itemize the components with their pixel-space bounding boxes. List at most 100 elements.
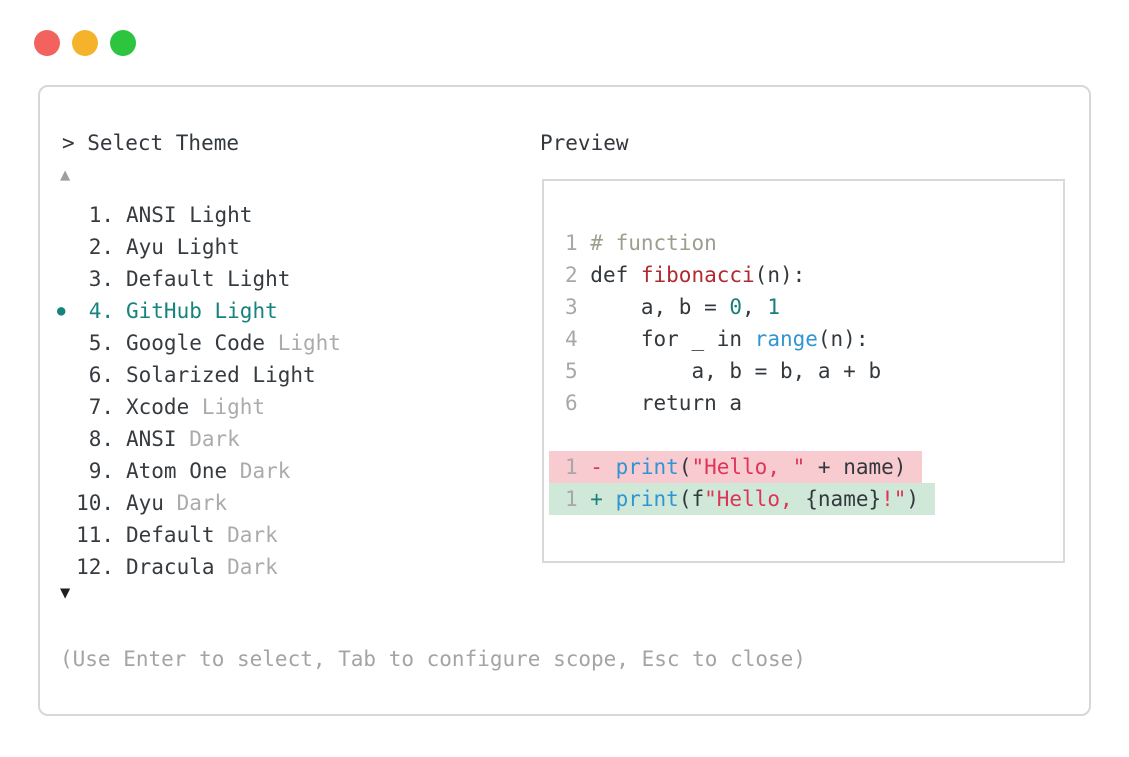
theme-number: 5.: [88, 331, 114, 355]
page-title: > Select Theme: [62, 131, 240, 155]
theme-number: 6.: [88, 363, 114, 387]
selected-dot-icon: [40, 487, 74, 519]
theme-name: Ayu: [126, 235, 177, 259]
code-line: 3 a, b = 0, 1: [544, 291, 1063, 323]
diff-removed-highlight: 1 - print("Hello, " + name): [549, 451, 923, 483]
code-token-txt: (n):: [754, 263, 806, 287]
code-token-txt: a, b =: [590, 295, 730, 319]
theme-variant: Light: [277, 331, 341, 355]
theme-variant: Light: [214, 299, 278, 323]
keyboard-hint: (Use Enter to select, Tab to configure s…: [60, 647, 806, 671]
code-token-txt: (: [678, 455, 692, 479]
code-token-bi: print: [615, 487, 679, 511]
selected-dot-icon: [40, 231, 74, 263]
theme-list-item[interactable]: 5. Google Code Light: [40, 327, 500, 359]
code-token-ln: 1: [565, 231, 591, 255]
theme-number: 2.: [88, 235, 114, 259]
code-token-txt: + name): [805, 455, 907, 479]
code-token-ln: 6: [565, 391, 591, 415]
code-token-ln: 1: [565, 487, 591, 511]
theme-name: Default: [126, 523, 228, 547]
code-line: 1 # function: [544, 227, 1063, 259]
theme-number: 11.: [76, 523, 114, 547]
theme-number: 7.: [88, 395, 114, 419]
theme-number: 8.: [88, 427, 114, 451]
code-token-num: 1: [767, 295, 780, 319]
theme-list-item[interactable]: 2. Ayu Light: [40, 231, 500, 263]
theme-variant: Dark: [227, 523, 278, 547]
theme-number: 10.: [76, 491, 114, 515]
theme-number: 3.: [88, 267, 114, 291]
theme-name: Xcode: [126, 395, 202, 419]
code-token-txt: ): [906, 487, 920, 511]
theme-name: Solarized: [126, 363, 253, 387]
theme-number: 12.: [76, 555, 114, 579]
theme-variant: Light: [201, 395, 266, 419]
theme-name: ANSI: [126, 203, 190, 227]
diff-added-highlight: 1 + print(f"Hello, {name}!"): [549, 483, 936, 515]
selected-dot-icon: [40, 359, 74, 391]
code-token-txt: def: [590, 263, 641, 287]
theme-variant: Dark: [176, 491, 228, 515]
code-token-ln: 3: [565, 295, 591, 319]
theme-list-item[interactable]: 7. Xcode Light: [40, 391, 500, 423]
selected-dot-icon: [40, 263, 74, 295]
theme-variant: Dark: [239, 459, 291, 483]
theme-name: Ayu: [126, 491, 177, 515]
theme-variant: Light: [189, 203, 253, 227]
theme-list-item[interactable]: ● 4. GitHub Light: [40, 295, 500, 327]
minimize-button[interactable]: [72, 30, 98, 56]
code-line: [544, 419, 1063, 451]
close-button[interactable]: [34, 30, 60, 56]
theme-list-item[interactable]: 11. Default Dark: [40, 519, 500, 551]
code-token-str: "Hello,: [704, 487, 806, 511]
code-token-bi: print: [615, 455, 679, 479]
theme-picker-panel: > Select Theme ▲ 1. ANSI Light 2. Ayu Li…: [38, 85, 1091, 716]
code-token-txt: for _ in: [590, 327, 755, 351]
selected-dot-icon: [40, 327, 74, 359]
code-token-ln: 2: [565, 263, 591, 287]
theme-variant: Light: [252, 363, 316, 387]
theme-name: Google Code: [126, 331, 278, 355]
theme-list: 1. ANSI Light 2. Ayu Light 3. Default Li…: [40, 199, 500, 583]
theme-variant: Dark: [227, 555, 278, 579]
theme-name: Default: [126, 267, 228, 291]
scroll-down-icon[interactable]: ▼: [60, 583, 71, 603]
code-token-del: -: [590, 455, 616, 479]
code-token-txt: return a: [590, 391, 743, 415]
theme-list-item[interactable]: 12. Dracula Dark: [40, 551, 500, 583]
theme-variant: Dark: [189, 427, 240, 451]
code-token-txt: (f: [678, 487, 705, 511]
selected-dot-icon: [40, 455, 74, 487]
code-token-fn: fibonacci: [640, 263, 755, 287]
selected-dot-icon: [40, 199, 74, 231]
selected-dot-icon: [40, 519, 74, 551]
theme-list-item[interactable]: 9. Atom One Dark: [40, 455, 500, 487]
code-token-ln: 5: [565, 359, 591, 383]
code-token-txt: a, b = b, a + b: [590, 359, 882, 383]
theme-list-item[interactable]: 8. ANSI Dark: [40, 423, 500, 455]
code-token-bi: range: [754, 327, 818, 351]
scroll-up-icon[interactable]: ▲: [60, 165, 71, 185]
code-line: 2 def fibonacci(n):: [544, 259, 1063, 291]
code-token-str: "Hello, ": [691, 455, 806, 479]
theme-name: GitHub: [126, 299, 215, 323]
code-token-ln: 4: [565, 327, 591, 351]
code-token-ln: 1: [565, 455, 591, 479]
theme-number: 1.: [88, 203, 114, 227]
theme-list-item[interactable]: 6. Solarized Light: [40, 359, 500, 391]
theme-list-item[interactable]: 1. ANSI Light: [40, 199, 500, 231]
theme-number: 9.: [88, 459, 114, 483]
code-token-txt: ,: [742, 295, 768, 319]
theme-name: Atom One: [126, 459, 240, 483]
theme-list-item[interactable]: 3. Default Light: [40, 263, 500, 295]
theme-variant: Light: [227, 267, 291, 291]
window-controls: [34, 30, 136, 56]
zoom-button[interactable]: [110, 30, 136, 56]
code-token-txt: (n):: [817, 327, 869, 351]
theme-list-item[interactable]: 10. Ayu Dark: [40, 487, 500, 519]
code-token-num: 0: [729, 295, 743, 319]
code-line: 6 return a: [544, 387, 1063, 419]
code-token-txt: {name}: [805, 487, 882, 511]
